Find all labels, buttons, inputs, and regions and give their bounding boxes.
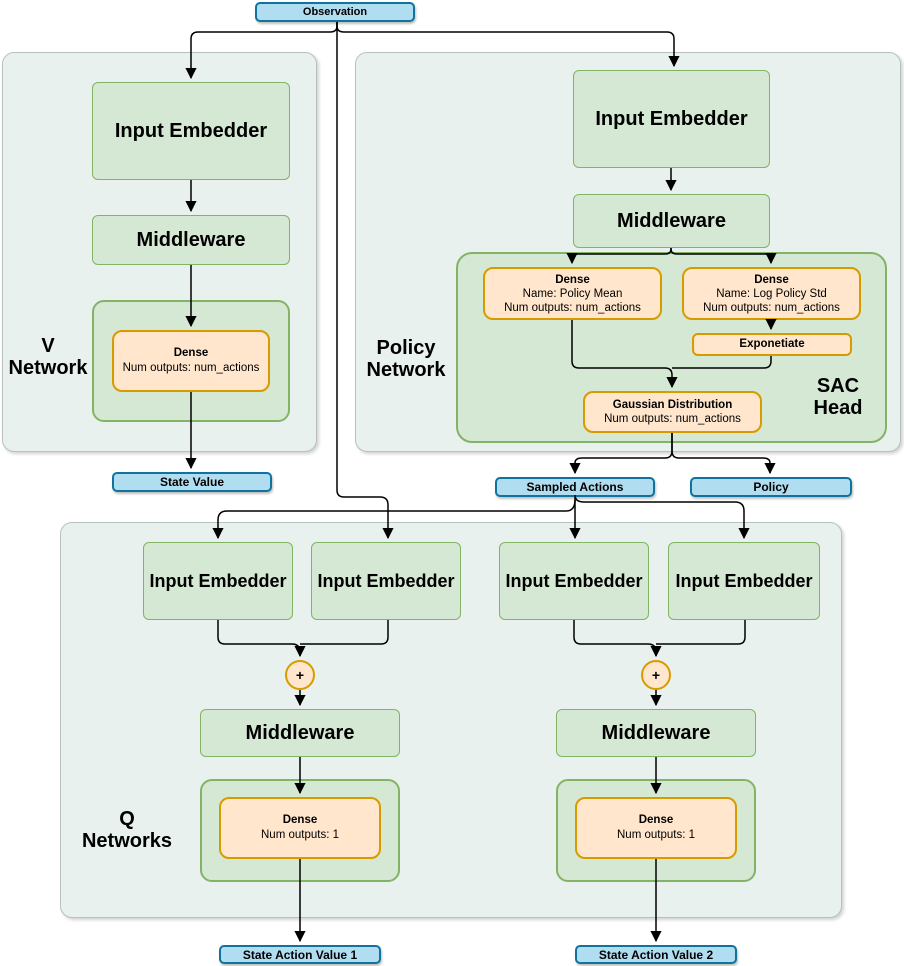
dense-policy-mean-title: Dense [555,273,590,286]
q1-dense: Dense Num outputs: 1 [219,797,381,859]
q1-middleware: Middleware [200,709,400,757]
q1-input-embedder-action-label: Input Embedder [317,570,455,591]
state-action-value-2-label: State Action Value 2 [598,947,714,962]
q1-input-embedder-obs-label: Input Embedder [149,570,287,591]
q2-sum-node: + [641,660,671,690]
q1-plus-sign: + [295,667,305,683]
v-network-title: V Network [4,335,92,379]
q2-dense-numoutputs: Num outputs: 1 [617,829,695,841]
q2-middleware: Middleware [556,709,756,757]
q2-input-embedder-obs-label: Input Embedder [505,570,643,591]
v-dense-title: Dense [173,347,209,359]
dense-policy-mean: Dense Name: Policy Mean Num outputs: num… [483,267,662,320]
v-middleware-label: Middleware [136,228,246,251]
observation-label: Observation [302,6,368,18]
q1-input-embedder-obs: Input Embedder [143,542,293,620]
sampled-actions-label: Sampled Actions [526,480,624,494]
state-action-value-2-node: State Action Value 2 [575,945,737,964]
state-value-node: State Value [112,472,272,492]
gaussian-distribution-node: Gaussian Distribution Num outputs: num_a… [583,391,762,433]
exponentiate-node: Exponetiate [692,333,852,356]
exponentiate-label: Exponetiate [739,338,805,350]
v-input-embedder-label: Input Embedder [114,119,268,142]
q2-input-embedder-obs: Input Embedder [499,542,649,620]
q2-dense: Dense Num outputs: 1 [575,797,737,859]
policy-input-embedder-label: Input Embedder [595,107,748,130]
q-networks-title-line2: Networks [81,830,173,852]
policy-output-node: Policy [690,477,852,497]
dense-policy-mean-numoutputs: Num outputs: num_actions [504,301,641,314]
q2-dense-title: Dense [638,814,674,826]
sac-head-title-line1: SAC [816,375,860,397]
q2-input-embedder-action-label: Input Embedder [675,570,813,591]
q2-input-embedder-action: Input Embedder [668,542,820,620]
gaussian-numoutputs: Num outputs: num_actions [604,413,741,425]
policy-network-title-line2: Network [366,359,446,381]
state-action-value-1-node: State Action Value 1 [219,945,381,964]
dense-log-policy-std: Dense Name: Log Policy Std Num outputs: … [682,267,861,320]
sampled-actions-node: Sampled Actions [495,477,655,497]
q1-middleware-label: Middleware [245,721,355,744]
observation-node: Observation [255,2,415,22]
v-network-title-line1: V [41,335,55,357]
policy-network-title: Policy Network [358,337,454,381]
policy-middleware: Middleware [573,194,770,248]
v-input-embedder: Input Embedder [92,82,290,180]
q1-input-embedder-action: Input Embedder [311,542,461,620]
v-dense: Dense Num outputs: num_actions [112,330,270,392]
dense-log-policy-std-name: Name: Log Policy Std [716,287,827,300]
policy-output-label: Policy [753,480,789,494]
policy-network-title-line1: Policy [376,337,436,359]
v-dense-numoutputs: Num outputs: num_actions [122,362,260,374]
q2-middleware-label: Middleware [601,721,711,744]
sac-head-title-line2: Head [813,397,863,419]
state-action-value-1-label: State Action Value 1 [242,947,358,962]
q1-dense-numoutputs: Num outputs: 1 [261,829,339,841]
policy-input-embedder: Input Embedder [573,70,770,168]
gaussian-title: Gaussian Distribution [612,399,733,411]
q1-dense-title: Dense [282,814,318,826]
q-networks-title-line1: Q [119,808,135,830]
dense-log-policy-std-title: Dense [754,273,789,286]
policy-middleware-label: Middleware [617,209,726,232]
q2-plus-sign: + [651,667,661,683]
sac-head-title: SAC Head [798,375,878,419]
state-value-label: State Value [159,475,225,489]
q-networks-title: Q Networks [72,808,182,852]
v-network-title-line2: Network [8,357,88,379]
q1-sum-node: + [285,660,315,690]
dense-log-policy-std-numoutputs: Num outputs: num_actions [703,301,840,314]
dense-policy-mean-name: Name: Policy Mean [522,287,623,300]
v-middleware: Middleware [92,215,290,265]
